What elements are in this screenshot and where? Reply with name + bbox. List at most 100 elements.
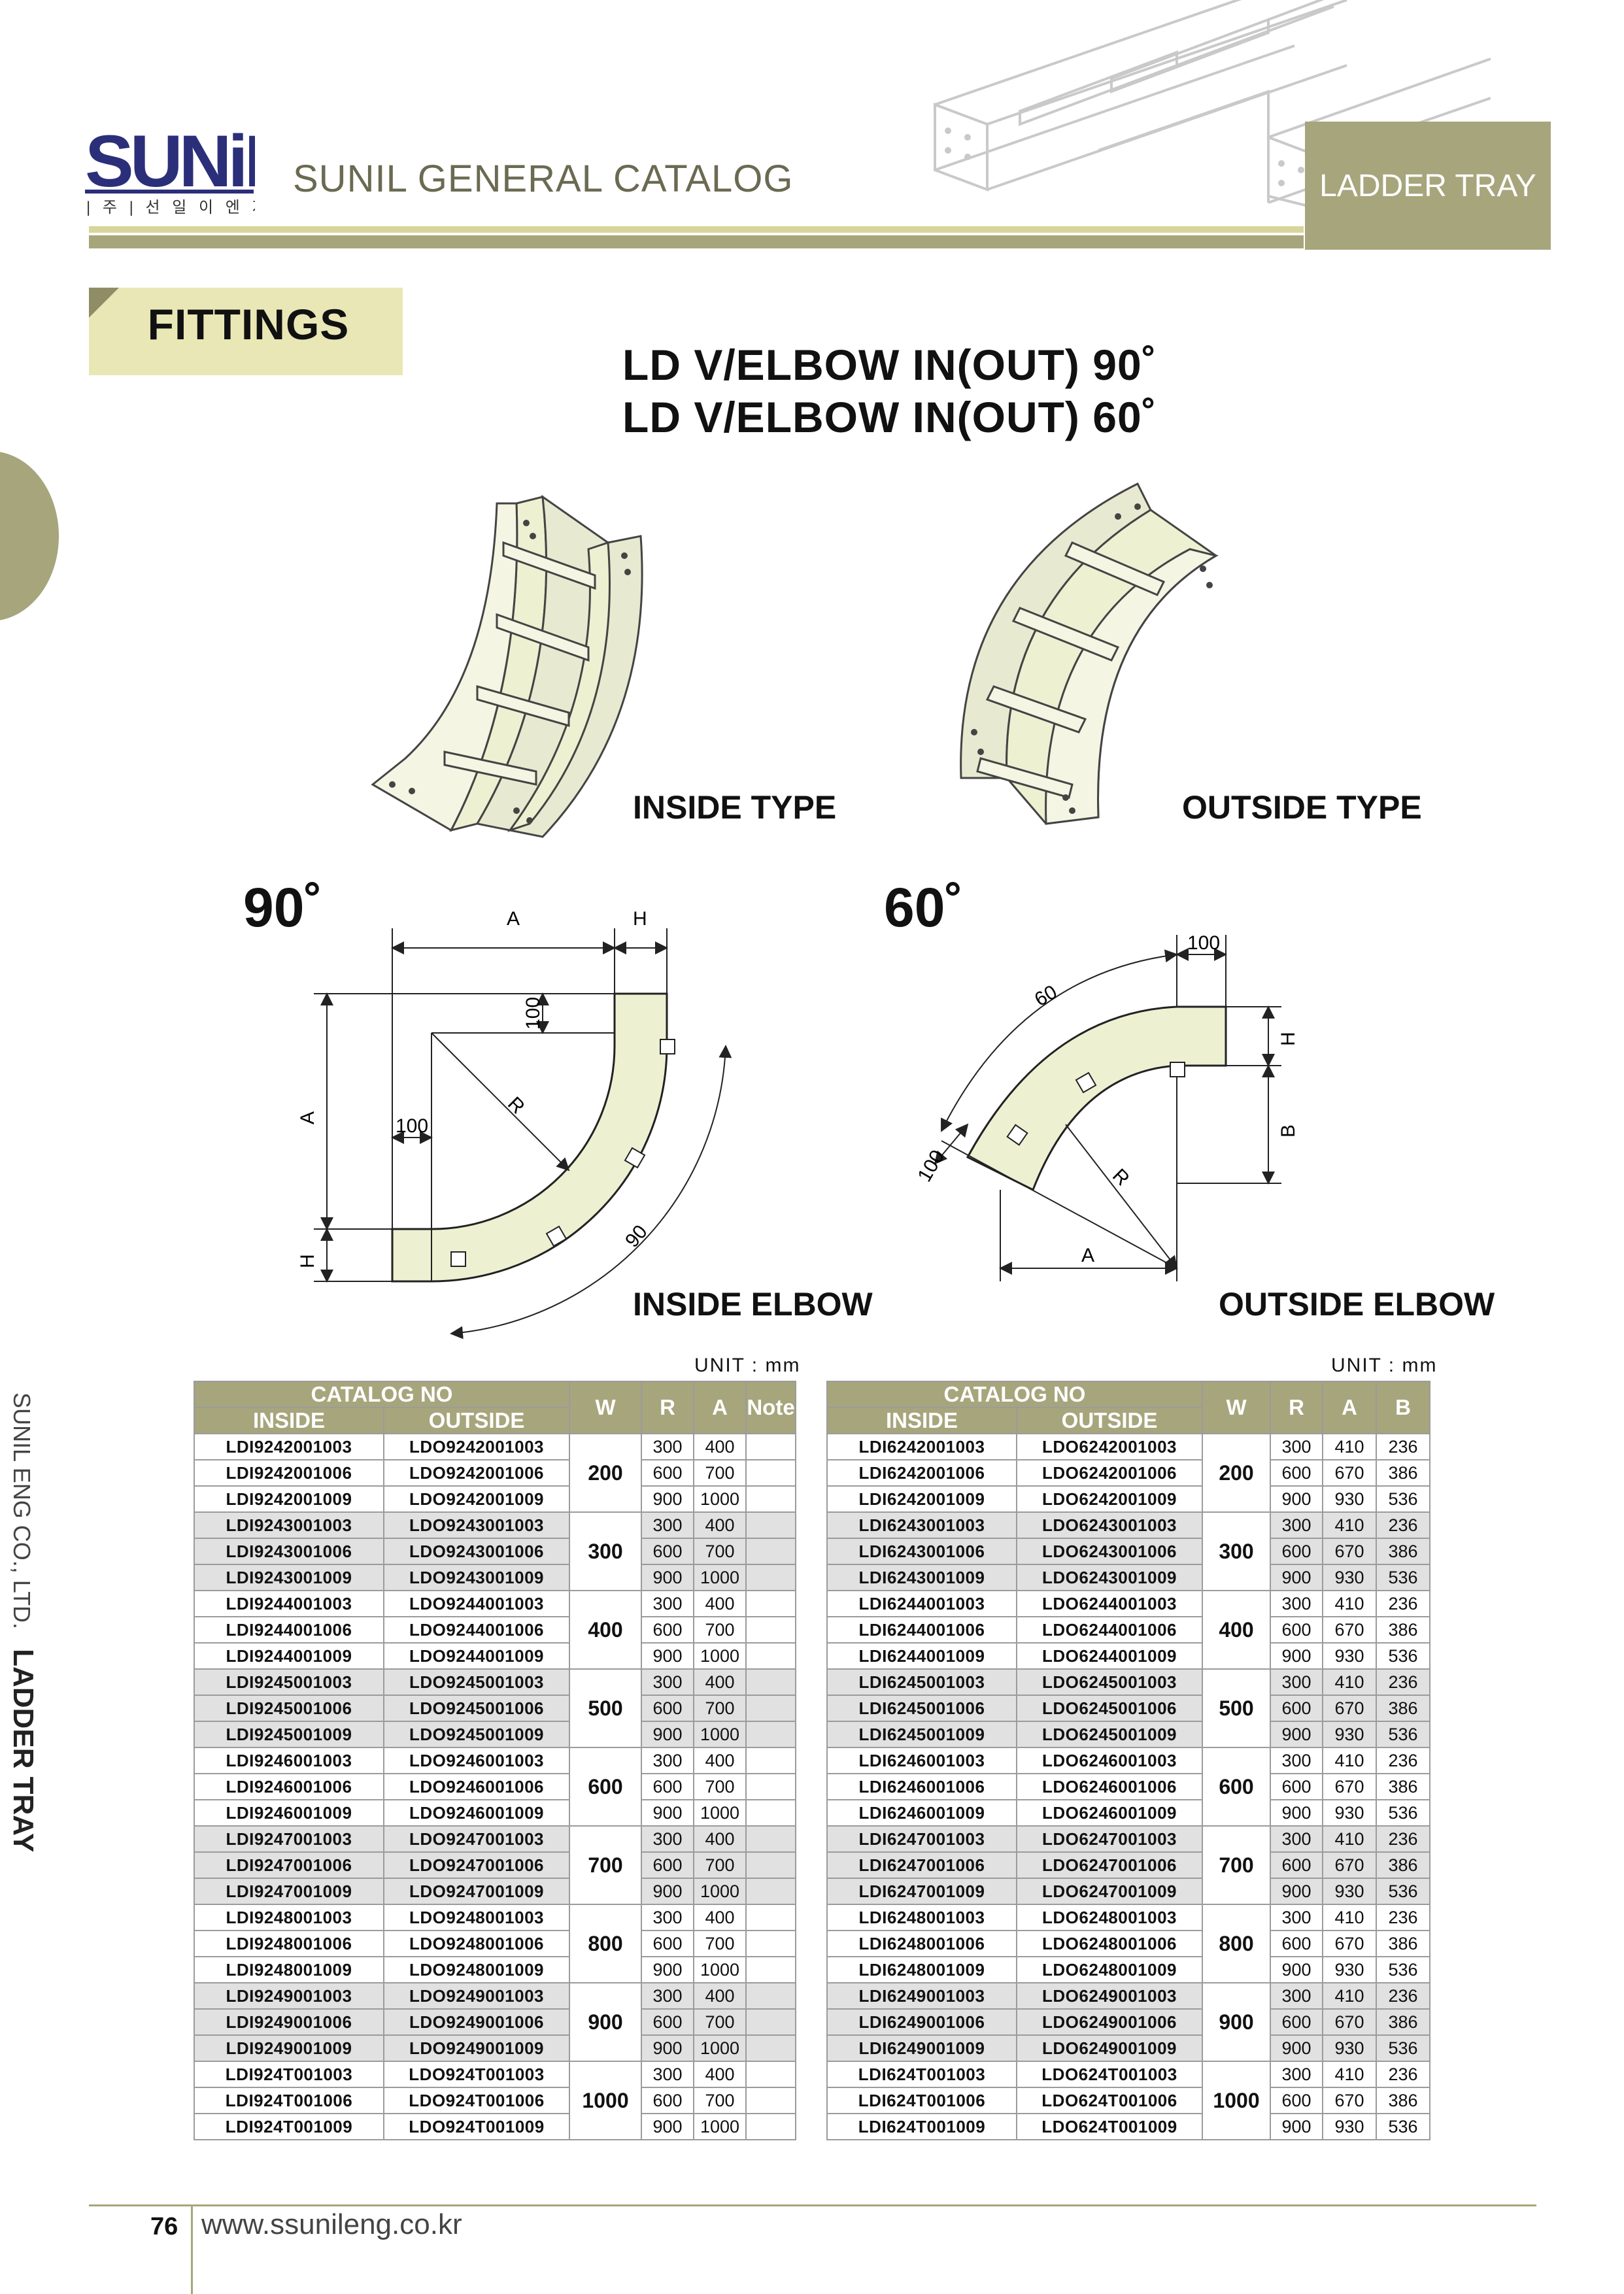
cell-r: 300 <box>641 1668 695 1696</box>
cell-note <box>745 1668 797 1696</box>
cell-note <box>745 1956 797 1983</box>
cell-inside-catalog: LDI9246001006 <box>194 1773 384 1800</box>
header-inside: INSIDE <box>194 1407 384 1434</box>
cell-r: 600 <box>641 1616 695 1644</box>
cell-outside-catalog: LDO6243001003 <box>1015 1511 1204 1539</box>
cell-outside-catalog: LDO6248001003 <box>1015 1904 1204 1931</box>
cell-r: 300 <box>1270 1747 1324 1774</box>
cell-inside-catalog: LDI6242001003 <box>826 1433 1017 1460</box>
cell-outside-catalog: LDO9249001009 <box>382 2034 571 2062</box>
cell-inside-catalog: LDI6248001009 <box>826 1956 1017 1983</box>
cell-note <box>745 1511 797 1539</box>
cell-r: 900 <box>1270 1642 1324 1670</box>
cell-r: 600 <box>641 1695 695 1722</box>
cell-inside-catalog: LDI624T001003 <box>826 2061 1017 2088</box>
cell-r: 300 <box>1270 1511 1324 1539</box>
cell-outside-catalog: LDO9248001006 <box>382 1930 571 1957</box>
cell-width: 500 <box>569 1668 643 1748</box>
cell-a: 400 <box>693 1590 747 1617</box>
cell-a: 930 <box>1322 1485 1378 1513</box>
cell-inside-catalog: LDI6244001003 <box>826 1590 1017 1617</box>
cell-inside-catalog: LDI6245001009 <box>826 1721 1017 1748</box>
cell-note <box>745 1747 797 1774</box>
cell-note <box>745 1878 797 1905</box>
cell-inside-catalog: LDI6246001009 <box>826 1799 1017 1827</box>
cell-a: 670 <box>1322 2087 1378 2114</box>
cell-inside-catalog: LDI9246001009 <box>194 1799 384 1827</box>
cell-r: 600 <box>641 2008 695 2036</box>
cell-inside-catalog: LDI9244001006 <box>194 1616 384 1644</box>
cell-a: 930 <box>1322 1799 1378 1827</box>
website-link[interactable]: www.ssunileng.co.kr <box>201 2208 462 2240</box>
cell-inside-catalog: LDI6244001009 <box>826 1642 1017 1670</box>
cell-note <box>745 1904 797 1931</box>
section-tab-ladder-tray: LADDER TRAY <box>1305 122 1551 250</box>
cell-inside-catalog: LDI6243001003 <box>826 1511 1017 1539</box>
cell-outside-catalog: LDO9245001009 <box>382 1721 571 1748</box>
unit-label-90: UNIT : mm <box>694 1355 801 1376</box>
side-company: SUNIL ENG CO., LTD. <box>8 1392 35 1630</box>
cell-b: 236 <box>1376 1433 1431 1460</box>
catalog-table-60: CATALOG NO W R A B INSIDE OUTSIDE LDI624… <box>826 1381 1431 2140</box>
cell-a: 410 <box>1322 1511 1378 1539</box>
cell-inside-catalog: LDI924T001003 <box>194 2061 384 2088</box>
header-rule <box>89 226 1304 233</box>
cell-r: 600 <box>641 1538 695 1565</box>
cell-inside-catalog: LDI6247001006 <box>826 1851 1017 1879</box>
cell-r: 300 <box>1270 1825 1324 1853</box>
cell-outside-catalog: LDO9245001006 <box>382 1695 571 1722</box>
cell-note <box>745 1982 797 2010</box>
cell-inside-catalog: LDI9243001006 <box>194 1538 384 1565</box>
cell-r: 900 <box>1270 1485 1324 1513</box>
cell-r: 300 <box>641 1433 695 1460</box>
inside-type-image <box>371 494 643 838</box>
cell-r: 600 <box>641 1851 695 1879</box>
cell-outside-catalog: LDO6249001006 <box>1015 2008 1204 2036</box>
cell-r: 900 <box>641 1878 695 1905</box>
cell-inside-catalog: LDI6245001006 <box>826 1695 1017 1722</box>
cell-r: 300 <box>641 1747 695 1774</box>
cell-a: 670 <box>1322 1695 1378 1722</box>
cell-outside-catalog: LDO9244001009 <box>382 1642 571 1670</box>
outside-type-image <box>960 482 1219 825</box>
cell-inside-catalog: LDI6243001006 <box>826 1538 1017 1565</box>
cell-a: 670 <box>1322 2008 1378 2036</box>
cell-outside-catalog: LDO6242001006 <box>1015 1459 1204 1487</box>
cell-b: 536 <box>1376 1878 1431 1905</box>
cell-width: 1000 <box>1202 2061 1272 2140</box>
cell-outside-catalog: LDO924T001006 <box>382 2087 571 2114</box>
header-r: R <box>1270 1381 1324 1434</box>
cell-r: 600 <box>1270 1773 1324 1800</box>
cell-b: 236 <box>1376 1747 1431 1774</box>
cell-outside-catalog: LDO6244001009 <box>1015 1642 1204 1670</box>
cell-inside-catalog: LDI9248001006 <box>194 1930 384 1957</box>
cell-a: 400 <box>693 1511 747 1539</box>
cell-inside-catalog: LDI9245001006 <box>194 1695 384 1722</box>
cell-width: 400 <box>1202 1590 1272 1670</box>
cell-outside-catalog: LDO624T001006 <box>1015 2087 1204 2114</box>
cell-a: 400 <box>693 2061 747 2088</box>
cell-outside-catalog: LDO9247001009 <box>382 1878 571 1905</box>
cell-inside-catalog: LDI9246001003 <box>194 1747 384 1774</box>
cell-a: 400 <box>693 1904 747 1931</box>
cell-r: 600 <box>641 1773 695 1800</box>
cell-outside-catalog: LDO6244001003 <box>1015 1590 1204 1617</box>
cell-width: 300 <box>1202 1511 1272 1591</box>
angle-60-label: 60˚ <box>884 877 964 938</box>
cell-outside-catalog: LDO9247001006 <box>382 1851 571 1879</box>
